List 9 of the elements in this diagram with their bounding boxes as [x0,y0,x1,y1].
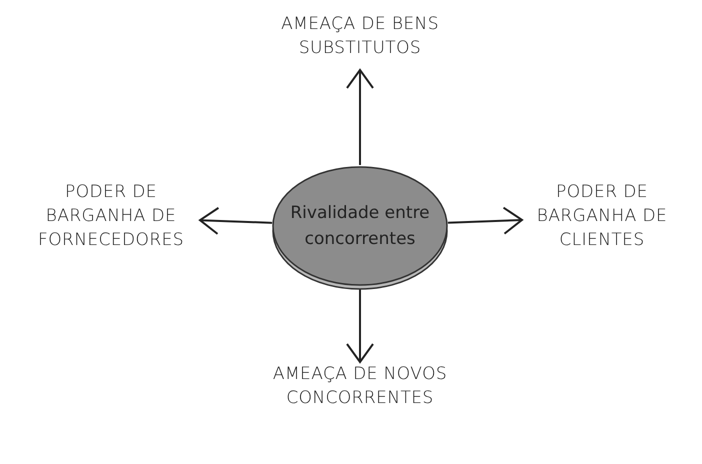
force-label: AMEAÇA DE NOVOS CONCORRENTES [272,363,448,410]
force-label: PODER DE BARGANHA DE CLIENTES [536,181,668,252]
center-label: Rivalidade entre concorrentes [290,202,430,251]
arrow [346,69,374,165]
arrow [199,206,272,235]
arrow [346,287,374,363]
force-label: AMEAÇA DE BENS SUBSTITUTOS [280,13,440,60]
force-label: PODER DE BARGANHA DE FORNECEDORES [37,181,185,252]
arrow [448,206,523,235]
